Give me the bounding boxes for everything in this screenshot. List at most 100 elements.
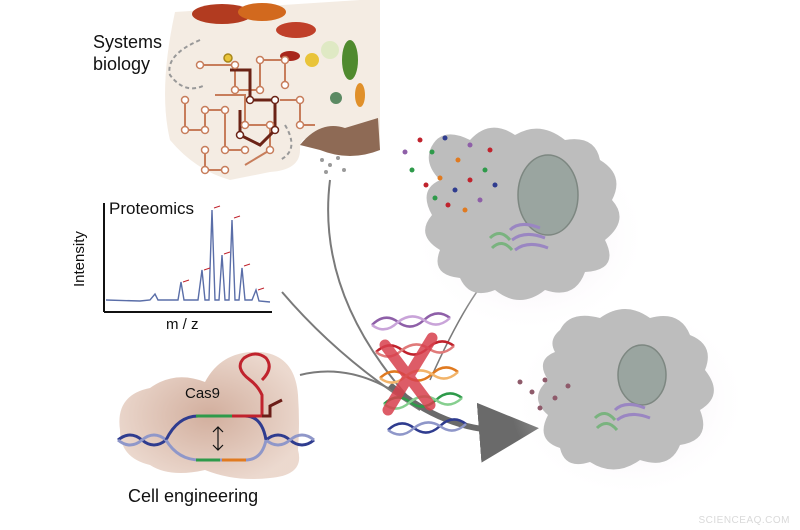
secreted-dots [320, 156, 346, 174]
systems-label-line1: Systems [93, 32, 163, 52]
cell-upper-er [488, 232, 514, 252]
guide-rna [232, 352, 271, 418]
node-highlight [235, 130, 245, 140]
dot [324, 170, 328, 174]
systems-biology-illustration [165, 0, 380, 180]
cell-lower-golgi [613, 403, 651, 422]
peak-marker [213, 205, 221, 209]
spectrum-trace [105, 209, 271, 303]
molecule [467, 142, 473, 148]
dot [336, 156, 340, 160]
systems-label-line2: biology [93, 54, 151, 74]
network-dashed-tail [279, 124, 293, 161]
secreted-molecules-upper [402, 135, 498, 213]
cross-stroke-2 [382, 332, 438, 416]
organelle-green-1 [342, 40, 358, 80]
peak-marker [233, 215, 241, 219]
node-highlight [270, 95, 280, 105]
dot [320, 158, 324, 162]
node [195, 60, 205, 70]
node [230, 60, 240, 70]
peak-marker [257, 287, 265, 291]
network-nodes [180, 53, 305, 175]
organelle-green-2 [330, 92, 342, 104]
node [180, 95, 190, 105]
molecule [487, 147, 493, 153]
proteomics-spectrum [103, 203, 272, 313]
proteomics-label: Proteomics [109, 199, 195, 218]
cell-engineering-label: Cell engineering [128, 486, 259, 506]
cas9-label: Cas9 [185, 385, 221, 402]
cell-lower-nucleus [617, 344, 667, 406]
cross-mark [379, 332, 438, 416]
molecule [437, 175, 443, 181]
dot [342, 168, 346, 172]
peak-marker [182, 279, 190, 283]
molecule [417, 137, 423, 143]
molecule [542, 377, 548, 383]
node [200, 165, 210, 175]
node [200, 105, 210, 115]
helix-blue-2 [387, 421, 467, 436]
molecule [442, 135, 448, 141]
helix-purple [371, 312, 451, 328]
helix-orange-2 [379, 369, 459, 384]
node [265, 145, 275, 155]
node [240, 120, 250, 130]
cell-upper-nucleus [517, 154, 579, 236]
mitochondrion-1 [192, 4, 252, 24]
molecule [537, 405, 543, 411]
peak-marker [223, 251, 231, 255]
node [180, 125, 190, 135]
molecule [462, 207, 468, 213]
network-path-3 [215, 94, 271, 166]
cell-lower-er [593, 412, 619, 432]
node [295, 120, 305, 130]
systems-biology-label: Systems biology [93, 31, 162, 75]
secreted-molecules-lower [517, 377, 571, 411]
cell-lower [510, 300, 750, 500]
node [295, 95, 305, 105]
dot [328, 163, 332, 167]
molecule [565, 383, 571, 389]
node [220, 105, 230, 115]
molecule [445, 202, 451, 208]
molecule [423, 182, 429, 188]
arrow-main [388, 382, 539, 463]
molecule [402, 149, 408, 155]
vesicle-1 [305, 53, 319, 67]
watermark: SCIENCEAQ.COM [698, 515, 790, 526]
cell-engineering-illustration [117, 351, 315, 479]
helix-purple-2 [371, 315, 451, 331]
molecule [409, 167, 415, 173]
vesicle-2 [321, 41, 339, 59]
peak-marker [203, 267, 211, 271]
molecule [455, 157, 461, 163]
peak-marker [243, 263, 251, 267]
helix-orange [379, 366, 459, 382]
molecule [517, 379, 523, 385]
molecule [429, 149, 435, 155]
node [255, 85, 265, 95]
mitochondrion-2 [238, 3, 286, 21]
guide-rna-tail [262, 398, 283, 418]
mz-axis-label: m / z [166, 316, 199, 333]
cell-upper [410, 127, 650, 335]
node-highlight [245, 95, 255, 105]
node [280, 80, 290, 90]
helix-blue [387, 418, 467, 434]
node-yellow [223, 53, 233, 63]
dna-right-strand-2 [265, 433, 315, 447]
dna-helices [371, 312, 467, 436]
mitochondrion-3 [276, 22, 316, 38]
molecule [552, 395, 558, 401]
molecule [477, 197, 483, 203]
node [255, 55, 265, 65]
membrane-band [300, 118, 380, 156]
molecule [529, 389, 535, 395]
network-path-4 [280, 99, 315, 126]
peak-markers [182, 205, 265, 291]
node [240, 145, 250, 155]
molecule [482, 167, 488, 173]
